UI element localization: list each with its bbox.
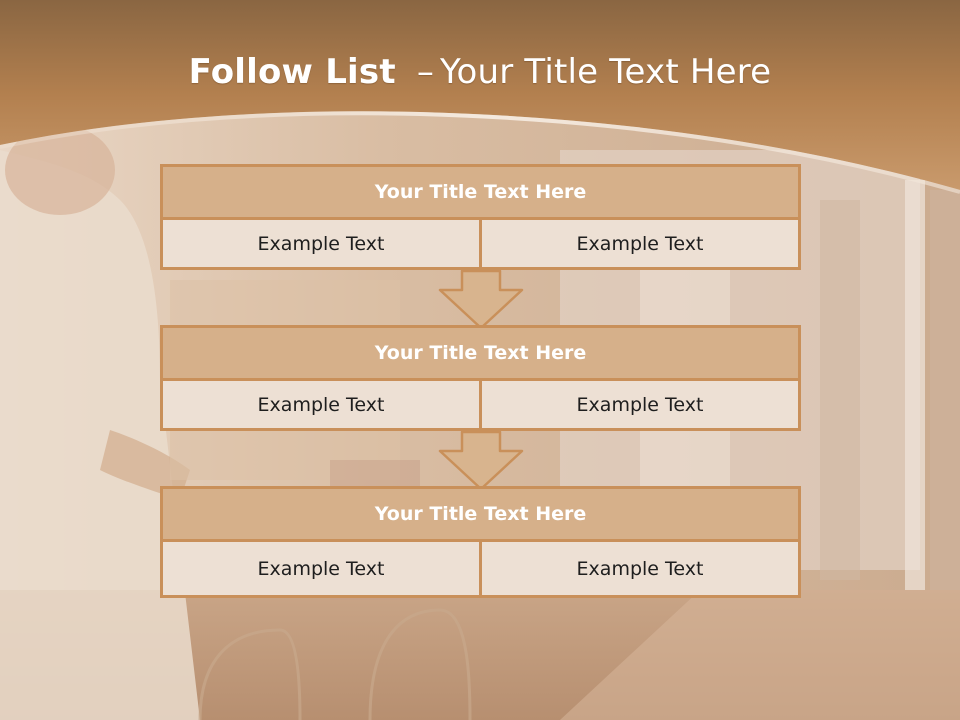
block-row: Example Text Example Text [160, 220, 801, 270]
block-cell-left: Example Text [160, 381, 482, 431]
block-row: Example Text Example Text [160, 542, 801, 598]
block-title: Your Title Text Here [160, 164, 801, 220]
block-cell-right: Example Text [482, 542, 801, 598]
list-block-3: Your Title Text Here Example Text Exampl… [160, 486, 801, 598]
block-title: Your Title Text Here [160, 486, 801, 542]
block-cell-right: Example Text [482, 381, 801, 431]
block-cell-right: Example Text [482, 220, 801, 270]
block-title: Your Title Text Here [160, 325, 801, 381]
block-row: Example Text Example Text [160, 381, 801, 431]
list-block-2: Your Title Text Here Example Text Exampl… [160, 325, 801, 431]
header-band [0, 0, 960, 194]
title-separator: – [416, 52, 435, 92]
down-arrow-icon [438, 431, 524, 491]
down-arrow-icon [438, 270, 524, 330]
title-rest: Your Title Text Here [440, 52, 772, 92]
slide-title: Follow List –Your Title Text Here [0, 52, 960, 92]
block-cell-left: Example Text [160, 542, 482, 598]
block-cell-left: Example Text [160, 220, 482, 270]
list-block-1: Your Title Text Here Example Text Exampl… [160, 164, 801, 270]
title-bold: Follow List [188, 52, 396, 92]
